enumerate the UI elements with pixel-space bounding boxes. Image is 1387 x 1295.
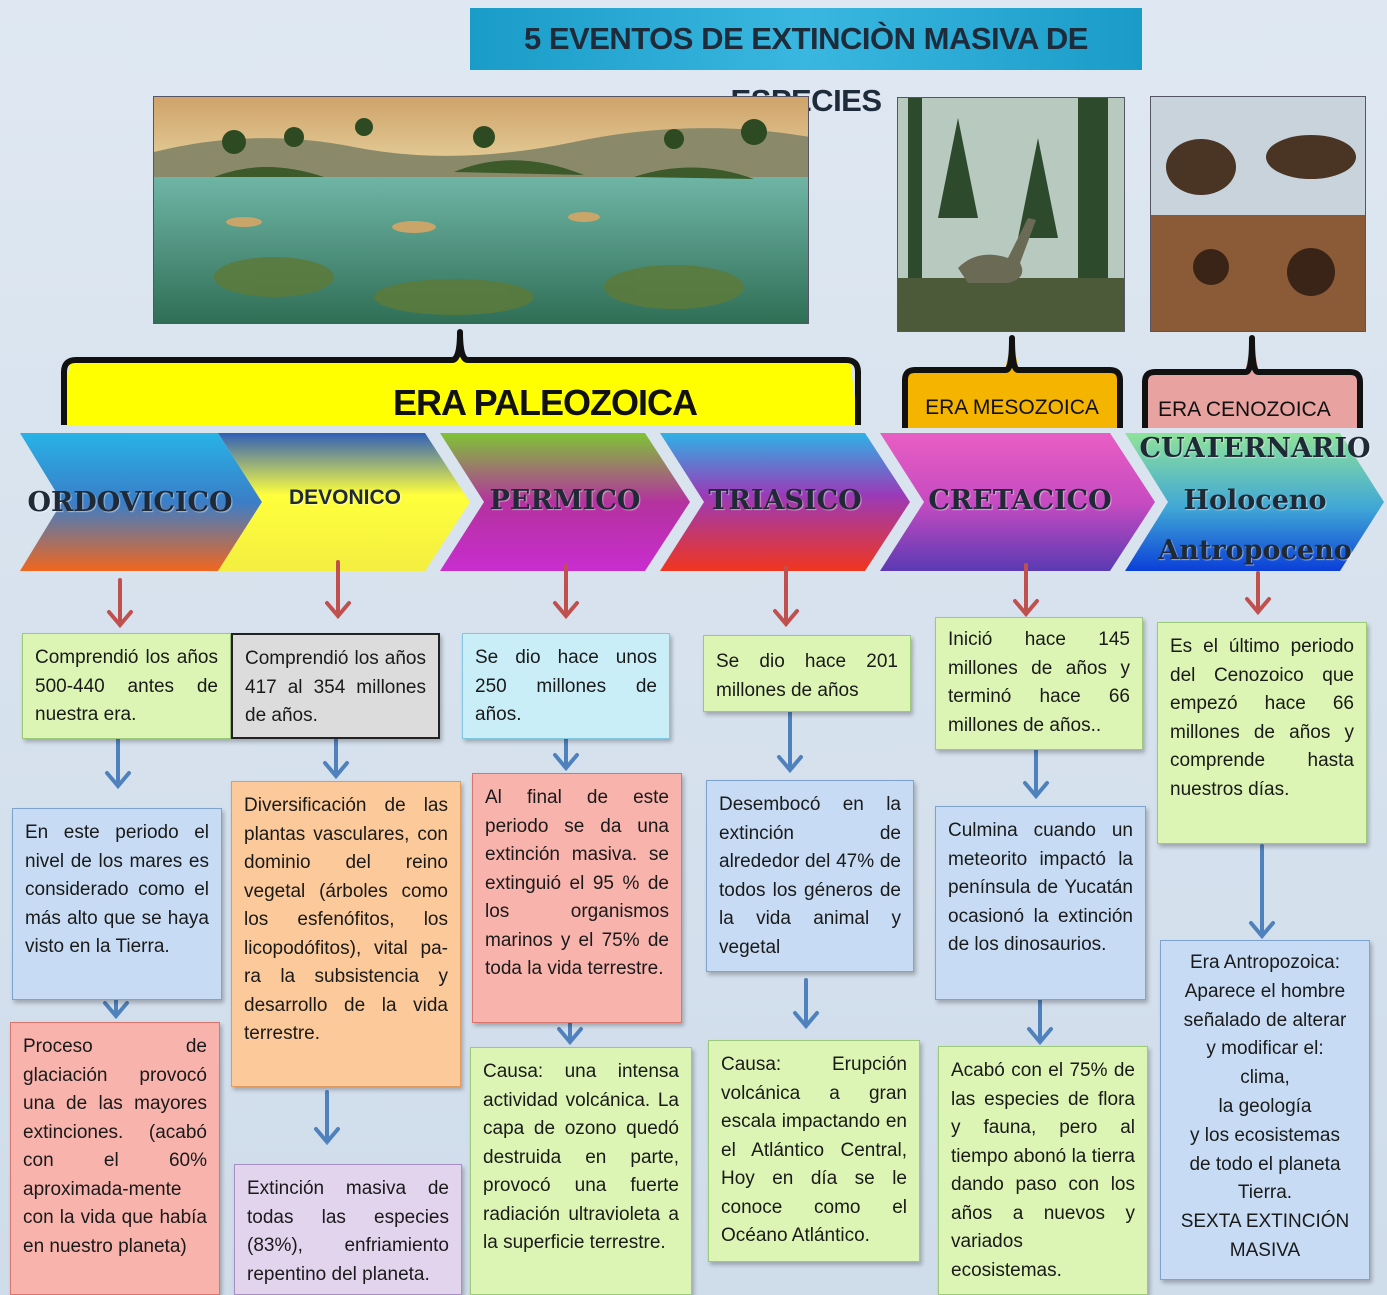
ordovicico-cause-box: Proceso de glaciación provocó una de las… <box>10 1022 220 1295</box>
period-permico: PERMICO <box>489 484 641 516</box>
blue-arrow-6 <box>1249 844 1275 940</box>
era-braces <box>61 329 1363 428</box>
cuaternario-event-box: Era Antropozoica: Aparece el hombre seña… <box>1160 940 1370 1280</box>
ordovicico-event-box: En este periodo el nivel de los mares es… <box>12 808 222 1000</box>
red-arrow-4 <box>773 566 799 628</box>
event-line: Era Antropozoica: <box>1190 952 1340 973</box>
permico-event-box: Al final de este periodo se da una extin… <box>472 773 682 1023</box>
red-arrow-1 <box>107 578 133 629</box>
permico-age-box: Se dio hace unos 250 millones de años. <box>462 633 670 739</box>
period-antropoceno: Antropoceno <box>1158 534 1352 566</box>
event-line: de todo el planeta <box>1189 1153 1341 1175</box>
event-line: y los ecosistemas <box>1190 1124 1340 1146</box>
chevron-cuaternario <box>1125 433 1384 571</box>
mesozoic-scene-image <box>897 97 1125 332</box>
cretacico-event-box: Culmina cuando un meteorito impactó la p… <box>935 806 1146 1000</box>
page-title: 5 EVENTOS DE EXTINCIÒN MASIVA DE ESPECIE… <box>470 8 1142 118</box>
event-line: y modificar el: <box>1206 1038 1324 1060</box>
event-line: MASIVA <box>1229 1239 1301 1261</box>
devonico-event-box: Diversificación de las plantas vasculare… <box>231 781 461 1087</box>
blue-arrow-3a <box>553 738 579 772</box>
devonico-cause-box: Extinción masiva de todas las especies (… <box>234 1164 462 1295</box>
chevron-ordovicico <box>20 433 262 571</box>
event-line: SEXTA EXTINCIÓN <box>1180 1211 1350 1233</box>
period-cretacico: CRETACICO <box>928 484 1112 516</box>
cuaternario-age-box: Es el último periodo del Cenozoico que e… <box>1157 622 1367 844</box>
blue-arrow-2b <box>314 1090 340 1146</box>
red-arrow-2 <box>325 560 351 620</box>
blue-arrow-4a <box>777 710 803 774</box>
blue-arrow-5a <box>1023 748 1049 800</box>
era-mesozoica-label: ERA MESOZOICA <box>925 396 1099 419</box>
triasico-event-box: Desembocó en la extinción de alrededor d… <box>706 780 914 972</box>
era-paleozoica-label: ERA PALEOZOICA <box>392 382 698 423</box>
period-triasico: TRIASICO <box>708 484 862 516</box>
triasico-cause-box: Causa: Erupción volcánica a gran escala … <box>708 1040 920 1262</box>
cretacico-cause-box: Acabó con el 75% de las especies de flor… <box>938 1046 1148 1295</box>
blue-arrow-2a <box>323 738 349 780</box>
event-line: clima, <box>1240 1067 1290 1089</box>
blue-arrow-1a <box>105 738 131 790</box>
period-devonico: DEVONICO <box>288 486 401 509</box>
event-line: señalado de alterar <box>1183 1009 1347 1031</box>
event-line: Tierra. <box>1237 1182 1293 1204</box>
blue-arrow-5b <box>1027 998 1053 1046</box>
cretacico-age-box: Inició hace 145 millones de años y termi… <box>935 617 1143 750</box>
chevron-permico <box>440 433 690 571</box>
period-chevrons <box>20 433 1384 571</box>
red-arrow-3 <box>553 564 579 620</box>
permico-cause-box: Causa: una intensa actividad volcánica. … <box>470 1047 692 1295</box>
cenozoic-scene-image <box>1150 96 1366 332</box>
period-holoceno: Holoceno <box>1183 484 1327 516</box>
red-arrow-5 <box>1013 563 1039 618</box>
red-arrow-6 <box>1245 571 1271 616</box>
triasico-age-box: Se dio hace 201 millones de años <box>703 635 911 712</box>
devonico-age-box: Comprendió los años 417 al 354 millones … <box>231 633 440 739</box>
chevron-triasico <box>660 433 910 571</box>
event-line: Aparece el hombre <box>1184 980 1346 1002</box>
event-line: la geología <box>1218 1095 1312 1117</box>
chevron-cretacico <box>880 433 1155 571</box>
blue-arrow-4b <box>793 978 819 1030</box>
period-ordovicico: ORDOVICICO <box>27 486 233 518</box>
ordovicico-age-box: Comprendió los años 500-440 antes de nue… <box>22 633 231 739</box>
era-cenozoica-label: ERA CENOZOICA <box>1158 398 1331 421</box>
paleozoic-scene-image <box>153 96 809 324</box>
period-cuaternario: CUATERNARIO <box>1139 432 1371 464</box>
chevron-devonico <box>218 433 470 571</box>
